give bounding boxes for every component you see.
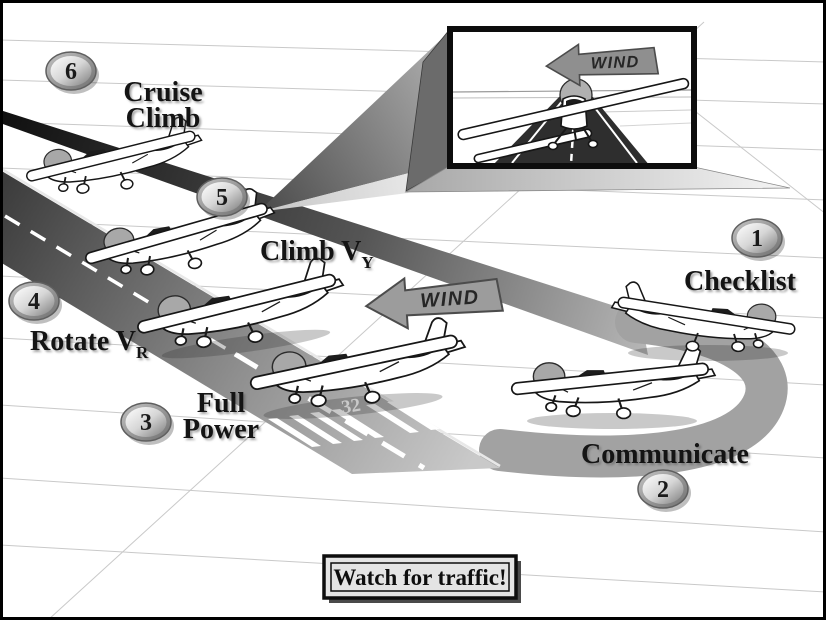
label-climb-vy: Climb VY — [260, 236, 374, 272]
runway-threshold-stripes — [268, 395, 482, 447]
svg-text:1: 1 — [751, 226, 763, 252]
runway-centerline-near — [233, 351, 426, 471]
inset-detail-view: WIND — [447, 26, 697, 169]
caption-box: Watch for traffic! — [322, 554, 521, 603]
label-checklist: Checklist — [684, 266, 797, 297]
label-rotate-vr: Rotate VR — [30, 326, 149, 362]
label-communicate: Communicate — [581, 439, 749, 470]
inset-callout-beam — [258, 31, 452, 212]
caption-text: Watch for traffic! — [333, 565, 506, 590]
label-cruise-climb-line1: Cruise — [123, 77, 202, 108]
label-full-power-line2: Power — [183, 414, 259, 445]
label-full-power-line1: Full — [197, 388, 245, 419]
step-labels: Checklist Communicate Full Power Rotate … — [30, 77, 797, 470]
wind-label: WIND — [420, 286, 481, 312]
svg-text:4: 4 — [28, 289, 40, 315]
svg-text:2: 2 — [657, 477, 669, 503]
svg-text:3: 3 — [140, 410, 152, 436]
step-badge-3: 3 — [120, 402, 174, 445]
wind-arrow-icon: WIND — [364, 276, 505, 331]
step-badge-6: 6 — [45, 51, 99, 94]
svg-text:5: 5 — [216, 185, 228, 211]
step-badge-5: 5 — [196, 177, 250, 220]
step-badge-4: 4 — [8, 281, 62, 324]
label-cruise-climb-line2: Climb — [126, 103, 201, 134]
runway-number: 32 — [340, 395, 362, 419]
step-badge-1: 1 — [731, 218, 785, 261]
step-badges: 1 2 3 4 5 6 — [8, 51, 785, 512]
inset-wind-label: WIND — [591, 53, 640, 73]
step-badge-2: 2 — [637, 469, 691, 512]
inset-wind-arrow-icon: WIND — [544, 42, 660, 87]
inset-airplane-head-on — [457, 77, 690, 163]
svg-text:6: 6 — [65, 59, 77, 85]
airplane-shadows — [161, 329, 788, 429]
